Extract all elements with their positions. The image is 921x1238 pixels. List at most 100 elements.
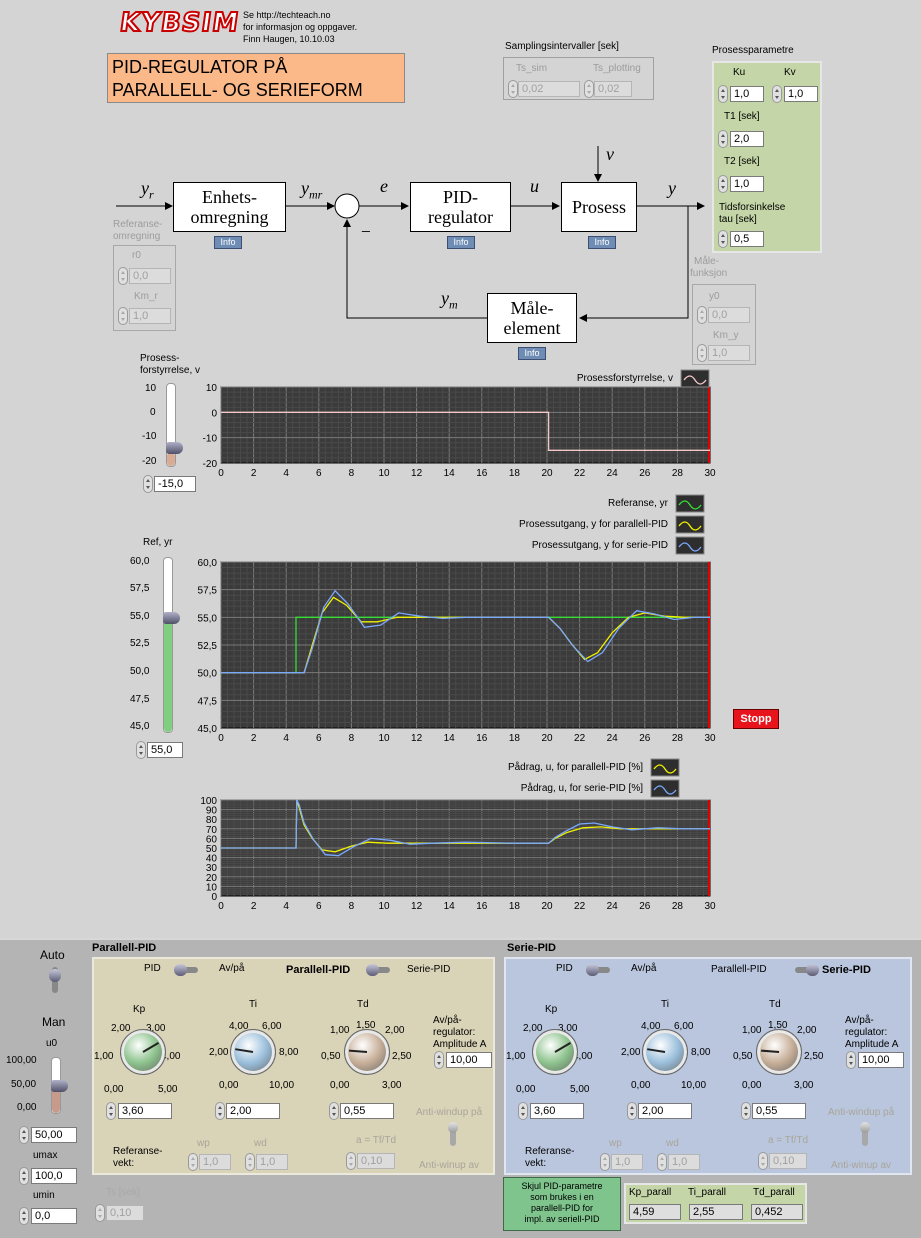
kmy-spinner[interactable]: [697, 344, 707, 362]
parallel_pid-ti-knob[interactable]: [230, 1029, 276, 1075]
serie_pid-ti-spinner[interactable]: [627, 1102, 637, 1120]
ku-field[interactable]: 1,0: [730, 86, 764, 102]
r0-spinner[interactable]: [118, 267, 128, 285]
serie_pid-amplitude-field[interactable]: 10,00: [858, 1052, 904, 1068]
chart1-x-tick: 28: [672, 733, 684, 744]
serie_pid-ti-knob[interactable]: [642, 1029, 688, 1075]
kmr-field[interactable]: 1,0: [129, 308, 171, 324]
serie_pid-anti-windup-on-label: Anti-windup på: [828, 1107, 895, 1118]
parallel_pid-kp-knob[interactable]: [120, 1029, 166, 1075]
parallel_pid-ti-spinner[interactable]: [215, 1102, 225, 1120]
serie_pid-wp-spinner[interactable]: [600, 1153, 610, 1171]
auto-man-toggle[interactable]: [49, 967, 61, 993]
chart1-x-tick: 24: [607, 733, 619, 744]
info-button-enhet[interactable]: Info: [214, 236, 242, 249]
parallel_pid-kp-tick-4: 0,00: [104, 1084, 124, 1095]
t1-spinner[interactable]: [718, 130, 728, 148]
block-enhet-line-1: Enhets-: [202, 187, 257, 207]
parallel_pid-ti-tick-4: 0,00: [219, 1080, 239, 1091]
serie_pid-kp-knob[interactable]: [532, 1029, 578, 1075]
u0-slider[interactable]: [51, 1057, 68, 1114]
serie_pid-wd-spinner[interactable]: [657, 1153, 667, 1171]
kmy-field[interactable]: 1,0: [708, 345, 750, 361]
serie_pid-a-field[interactable]: 0,10: [769, 1153, 807, 1169]
serie_pid-ti-field[interactable]: 2,00: [638, 1103, 692, 1119]
u0-spinner[interactable]: [19, 1126, 29, 1144]
ts-spinner[interactable]: [95, 1204, 105, 1222]
serie_pid-td-knob[interactable]: [756, 1029, 802, 1075]
umax-spinner[interactable]: [19, 1167, 29, 1185]
parallel_pid-anti-windup-toggle[interactable]: [448, 1122, 458, 1146]
umin-field[interactable]: 0,0: [31, 1208, 77, 1224]
t2-spinner[interactable]: [718, 175, 728, 193]
info-button-pid[interactable]: Info: [447, 236, 475, 249]
serie_pid-wd-field[interactable]: 1,0: [668, 1154, 700, 1170]
umin-spinner[interactable]: [19, 1207, 29, 1225]
serie_pid-kp-spinner[interactable]: [518, 1102, 528, 1120]
serie_pid-td-spinner[interactable]: [741, 1102, 751, 1120]
info-button-male[interactable]: Info: [518, 347, 546, 360]
parallel_pid-td-spinner[interactable]: [329, 1102, 339, 1120]
parallel_pid-kp-spinner[interactable]: [106, 1102, 116, 1120]
kv-field[interactable]: 1,0: [784, 86, 818, 102]
serie_pid-anti-windup-toggle[interactable]: [860, 1122, 870, 1146]
parallel_pid-amplitude-spinner[interactable]: [434, 1051, 444, 1069]
r0-field[interactable]: 0,0: [129, 268, 171, 284]
serie_pid-amplitude-spinner[interactable]: [846, 1051, 856, 1069]
disturbance-slider-thumb[interactable]: [166, 442, 183, 455]
ts-sim-spinner[interactable]: [508, 80, 518, 98]
parallel_pid-pid-onoff-toggle[interactable]: [174, 964, 198, 976]
parallel_pid-wp-spinner[interactable]: [188, 1153, 198, 1171]
ku-spinner[interactable]: [718, 85, 728, 103]
serie_pid-kp-field[interactable]: 3,60: [530, 1103, 584, 1119]
parallel_pid-kp-tick-1: 3,00: [146, 1023, 166, 1034]
u0-field[interactable]: 50,00: [31, 1127, 77, 1143]
stop-button[interactable]: Stopp: [733, 709, 779, 729]
chart2-x-tick: 28: [672, 901, 684, 912]
ts-plot-field[interactable]: 0,02: [594, 81, 632, 97]
parallel_pid-wd-field[interactable]: 1,0: [256, 1154, 288, 1170]
disturbance-field[interactable]: -15,0: [154, 476, 196, 492]
parallel_pid-form-toggle[interactable]: [366, 964, 390, 976]
parallel_pid-a-spinner[interactable]: [346, 1152, 356, 1170]
serie_pid-td-field[interactable]: 0,55: [752, 1103, 806, 1119]
ts-field[interactable]: 0,10: [106, 1205, 144, 1221]
kv-spinner[interactable]: [772, 85, 782, 103]
kmr-spinner[interactable]: [118, 307, 128, 325]
umax-field[interactable]: 100,0: [31, 1168, 77, 1184]
ti-parall-label: Ti_parall: [688, 1187, 726, 1198]
parallel_pid-td-tick-2: 2,00: [385, 1025, 405, 1036]
y0-field[interactable]: 0,0: [708, 307, 750, 323]
tau-spinner[interactable]: [718, 230, 728, 248]
disturbance-spinner[interactable]: [143, 475, 153, 493]
disturbance-slider[interactable]: [166, 383, 183, 467]
reference-slider[interactable]: [163, 557, 180, 733]
serie_pid-form-toggle[interactable]: [795, 964, 819, 976]
chart0-x-tick: 16: [476, 468, 488, 479]
parallel_pid-amplitude-field[interactable]: 10,00: [446, 1052, 492, 1068]
hide-parallel-params-button[interactable]: Skjul PID-parametre som brukes i en para…: [503, 1177, 621, 1231]
parallel_pid-wd-spinner[interactable]: [245, 1153, 255, 1171]
t1-field[interactable]: 2,0: [730, 131, 764, 147]
parallel_pid-kp-field[interactable]: 3,60: [118, 1103, 172, 1119]
parallel_pid-td-field[interactable]: 0,55: [340, 1103, 394, 1119]
u0-slider-thumb[interactable]: [51, 1079, 68, 1092]
y0-spinner[interactable]: [697, 306, 707, 324]
ts-sim-field[interactable]: 0,02: [518, 81, 580, 97]
reference-spinner[interactable]: [136, 741, 146, 759]
parallel_pid-anti-windup-thumb: [448, 1122, 458, 1133]
t2-field[interactable]: 1,0: [730, 176, 764, 192]
parallel_pid-wp-field[interactable]: 1,0: [199, 1154, 231, 1170]
parallel_pid-td-knob[interactable]: [344, 1029, 390, 1075]
tau-field[interactable]: 0,5: [730, 231, 764, 247]
serie_pid-pid-onoff-toggle[interactable]: [586, 964, 610, 976]
info-button-prosess[interactable]: Info: [588, 236, 616, 249]
parallel_pid-a-field[interactable]: 0,10: [357, 1153, 395, 1169]
serie_pid-a-spinner[interactable]: [758, 1152, 768, 1170]
serie_pid-wp-field[interactable]: 1,0: [611, 1154, 643, 1170]
parallel_pid-ti-field[interactable]: 2,00: [226, 1103, 280, 1119]
ts-plot-spinner[interactable]: [584, 80, 594, 98]
reference-field[interactable]: 55,0: [147, 742, 183, 758]
chart2-x-tick: 30: [704, 901, 716, 912]
reference-slider-thumb[interactable]: [163, 612, 180, 624]
